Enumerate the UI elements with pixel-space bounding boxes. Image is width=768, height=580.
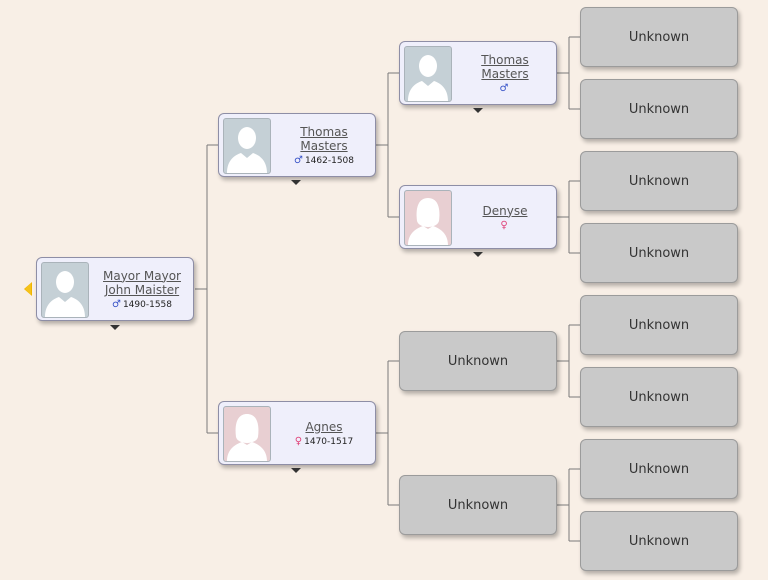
person-name-link[interactable]: Thomas Masters (300, 124, 348, 153)
person-card-root[interactable]: Mayor Mayor John Maister ♂1490-1558 (36, 257, 194, 321)
person-meta: ♀ (500, 220, 509, 231)
unknown-card-gen4[interactable]: Unknown (580, 7, 738, 67)
caret-down-icon[interactable] (291, 468, 301, 473)
male-symbol-icon: ♂ (111, 298, 121, 310)
person-name-link[interactable]: Denyse (482, 203, 528, 218)
person-card-mother[interactable]: Agnes ♀1470-1517 (218, 401, 376, 465)
caret-down-icon[interactable] (473, 108, 483, 113)
person-meta: ♀1470-1517 (295, 436, 353, 447)
male-symbol-icon: ♂ (293, 154, 303, 166)
unknown-card-gen4[interactable]: Unknown (580, 223, 738, 283)
silhouette-icon (41, 262, 89, 318)
person-card-paternal-grandmother[interactable]: Denyse ♀ (399, 185, 557, 249)
person-name-link[interactable]: Thomas Masters (481, 52, 529, 81)
person-meta: ♂ (500, 83, 511, 94)
person-name-link[interactable]: Agnes (305, 419, 343, 434)
silhouette-icon (223, 118, 271, 174)
unknown-card-maternal-grandfather[interactable]: Unknown (399, 331, 557, 391)
caret-down-icon[interactable] (291, 180, 301, 185)
person-info: Denyse ♀ (458, 186, 552, 248)
life-years: 1490-1558 (122, 299, 173, 310)
person-name-link[interactable]: Mayor Mayor John Maister (103, 268, 181, 297)
unknown-card-maternal-grandmother[interactable]: Unknown (399, 475, 557, 535)
person-info: Agnes ♀1470-1517 (277, 402, 371, 464)
person-info: Mayor Mayor John Maister ♂1490-1558 (95, 258, 189, 320)
life-years: 1462-1508 (304, 155, 355, 166)
person-meta: ♂1490-1558 (112, 299, 172, 310)
person-info: Thomas Masters ♂ (458, 42, 552, 104)
silhouette-icon (223, 406, 271, 462)
silhouette-icon (404, 46, 452, 102)
female-symbol-icon: ♀ (294, 435, 303, 447)
person-info: Thomas Masters ♂1462-1508 (277, 114, 371, 176)
back-arrow-icon[interactable] (24, 282, 32, 296)
unknown-card-gen4[interactable]: Unknown (580, 295, 738, 355)
unknown-card-gen4[interactable]: Unknown (580, 367, 738, 427)
female-symbol-icon: ♀ (500, 219, 508, 231)
unknown-card-gen4[interactable]: Unknown (580, 151, 738, 211)
life-years: 1470-1517 (304, 436, 354, 447)
caret-down-icon[interactable] (473, 252, 483, 257)
person-card-paternal-grandfather[interactable]: Thomas Masters ♂ (399, 41, 557, 105)
unknown-card-gen4[interactable]: Unknown (580, 439, 738, 499)
unknown-card-gen4[interactable]: Unknown (580, 511, 738, 571)
unknown-card-gen4[interactable]: Unknown (580, 79, 738, 139)
silhouette-icon (404, 190, 452, 246)
male-symbol-icon: ♂ (499, 82, 509, 94)
caret-down-icon[interactable] (110, 325, 120, 330)
person-meta: ♂1462-1508 (294, 155, 354, 166)
person-card-father[interactable]: Thomas Masters ♂1462-1508 (218, 113, 376, 177)
